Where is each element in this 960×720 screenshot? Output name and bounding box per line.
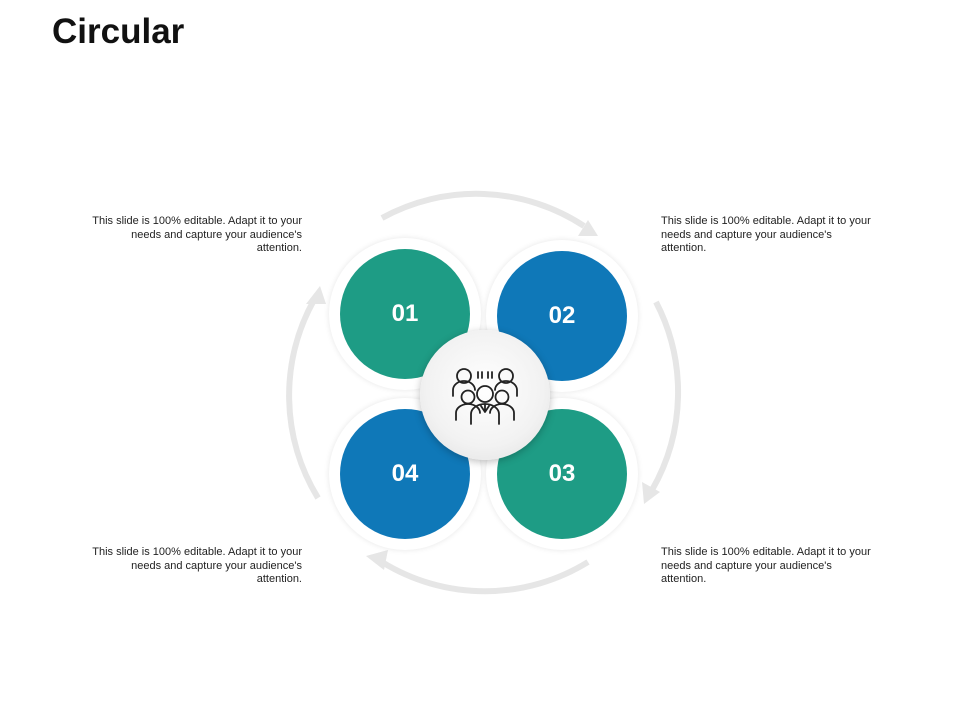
step-03-number: 03 (548, 460, 576, 487)
page-title: Circular (52, 12, 185, 51)
step-01-number: 01 (391, 300, 419, 327)
center-hub (420, 330, 550, 460)
arrow-right (649, 300, 682, 492)
arrow-top (380, 190, 586, 229)
description-01: This slide is 100% editable. Adapt it to… (92, 215, 302, 254)
arrow-bottom (380, 559, 590, 595)
team-icon (452, 368, 518, 425)
description-02: This slide is 100% editable. Adapt it to… (661, 215, 871, 254)
arrow-bottom-head (366, 550, 388, 570)
arrow-top-head (578, 220, 598, 236)
step-03-circle: 03 (497, 409, 627, 539)
description-03: This slide is 100% editable. Adapt it to… (661, 546, 871, 585)
step-04-number: 04 (391, 460, 419, 487)
arrow-right-head (642, 482, 660, 504)
description-04: This slide is 100% editable. Adapt it to… (92, 546, 302, 585)
arrow-left-head (306, 286, 326, 304)
arrow-left (286, 298, 321, 500)
step-02-number: 02 (548, 302, 576, 329)
